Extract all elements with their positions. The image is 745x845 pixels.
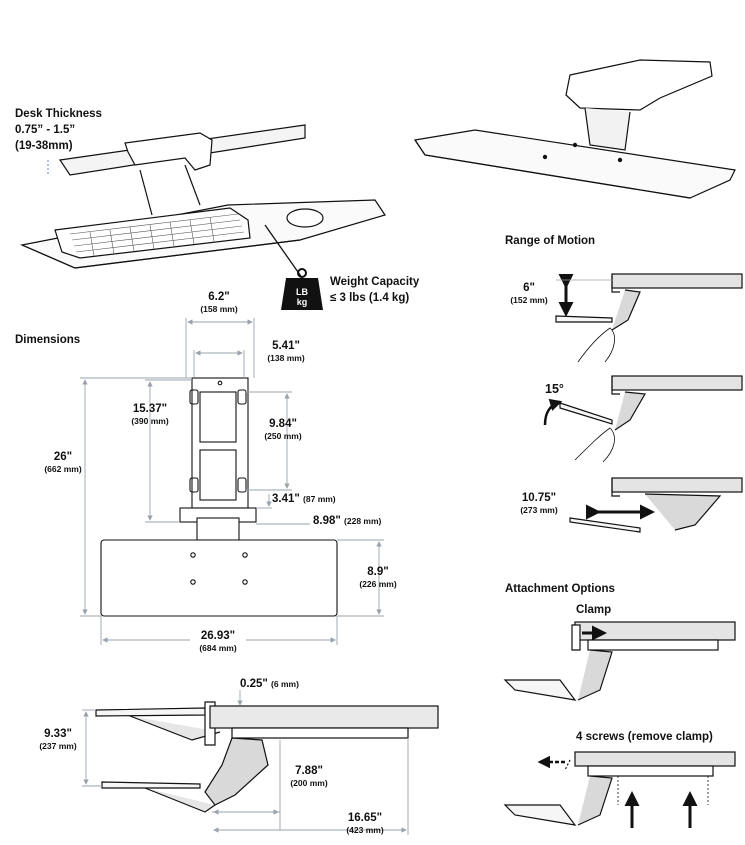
motion-tilt-label: 15°	[545, 382, 564, 396]
dim-3-41: 3.41" (87 mm)	[272, 493, 336, 505]
motion-slide-label: 10.75"(273 mm)	[520, 492, 558, 515]
dimensions-front-view	[100, 377, 338, 617]
tray-with-keyboard-illustration	[19, 124, 386, 283]
dim-5-41: 5.41"(138 mm)	[267, 340, 305, 363]
weight-badge-kg: kg	[296, 297, 308, 307]
dim-8-98: 8.98" (228 mm)	[313, 515, 382, 527]
side-view-illustration	[95, 701, 439, 813]
dim-16-65: 16.65"(423 mm)	[346, 812, 384, 835]
weight-capacity-value: ≤ 3 lbs (1.4 kg)	[330, 292, 410, 304]
screws-illustration	[503, 751, 736, 826]
dim-9-84: 9.84"(250 mm)	[264, 418, 302, 441]
side-dimension-lines	[82, 690, 409, 835]
clamp-label: Clamp	[576, 604, 612, 616]
motion-height-arrow	[556, 274, 612, 317]
dim-0-25: 0.25" (6 mm)	[240, 678, 299, 690]
dim-9-33: 9.33"(237 mm)	[39, 728, 77, 751]
attachment-options-title: Attachment Options	[505, 583, 615, 595]
dim-26-93: 26.93"(684 mm)	[190, 630, 246, 654]
tray-mechanism-illustration	[413, 59, 736, 199]
weight-capacity-icon	[281, 268, 323, 310]
weight-capacity-title: Weight Capacity	[330, 276, 420, 288]
range-of-motion-title: Range of Motion	[505, 235, 596, 247]
screws-arrows	[537, 755, 698, 828]
dim-15-37: 15.37"(390 mm)	[131, 403, 169, 426]
dim-6-2: 6.2"(158 mm)	[200, 291, 238, 314]
motion-tilt-illustration	[543, 375, 743, 463]
motion-height-label: 6"(152 mm)	[510, 282, 548, 305]
motion-height-illustration	[555, 273, 743, 363]
motion-slide-illustration	[569, 477, 743, 533]
dim-7-88: 7.88"(200 mm)	[290, 765, 328, 788]
desk-thickness-mm: (19-38mm)	[15, 140, 73, 152]
dim-8-9: 8.9"(226 mm)	[359, 566, 397, 589]
clamp-illustration	[503, 621, 736, 701]
weight-badge-lb: LB	[296, 287, 308, 297]
desk-thickness-title: Desk Thickness	[15, 108, 102, 120]
desk-thickness-range: 0.75” - 1.5”	[15, 124, 76, 136]
dim-26: 26"(662 mm)	[44, 451, 82, 474]
dimensions-title: Dimensions	[15, 334, 81, 346]
screws-label: 4 screws (remove clamp)	[576, 731, 713, 743]
